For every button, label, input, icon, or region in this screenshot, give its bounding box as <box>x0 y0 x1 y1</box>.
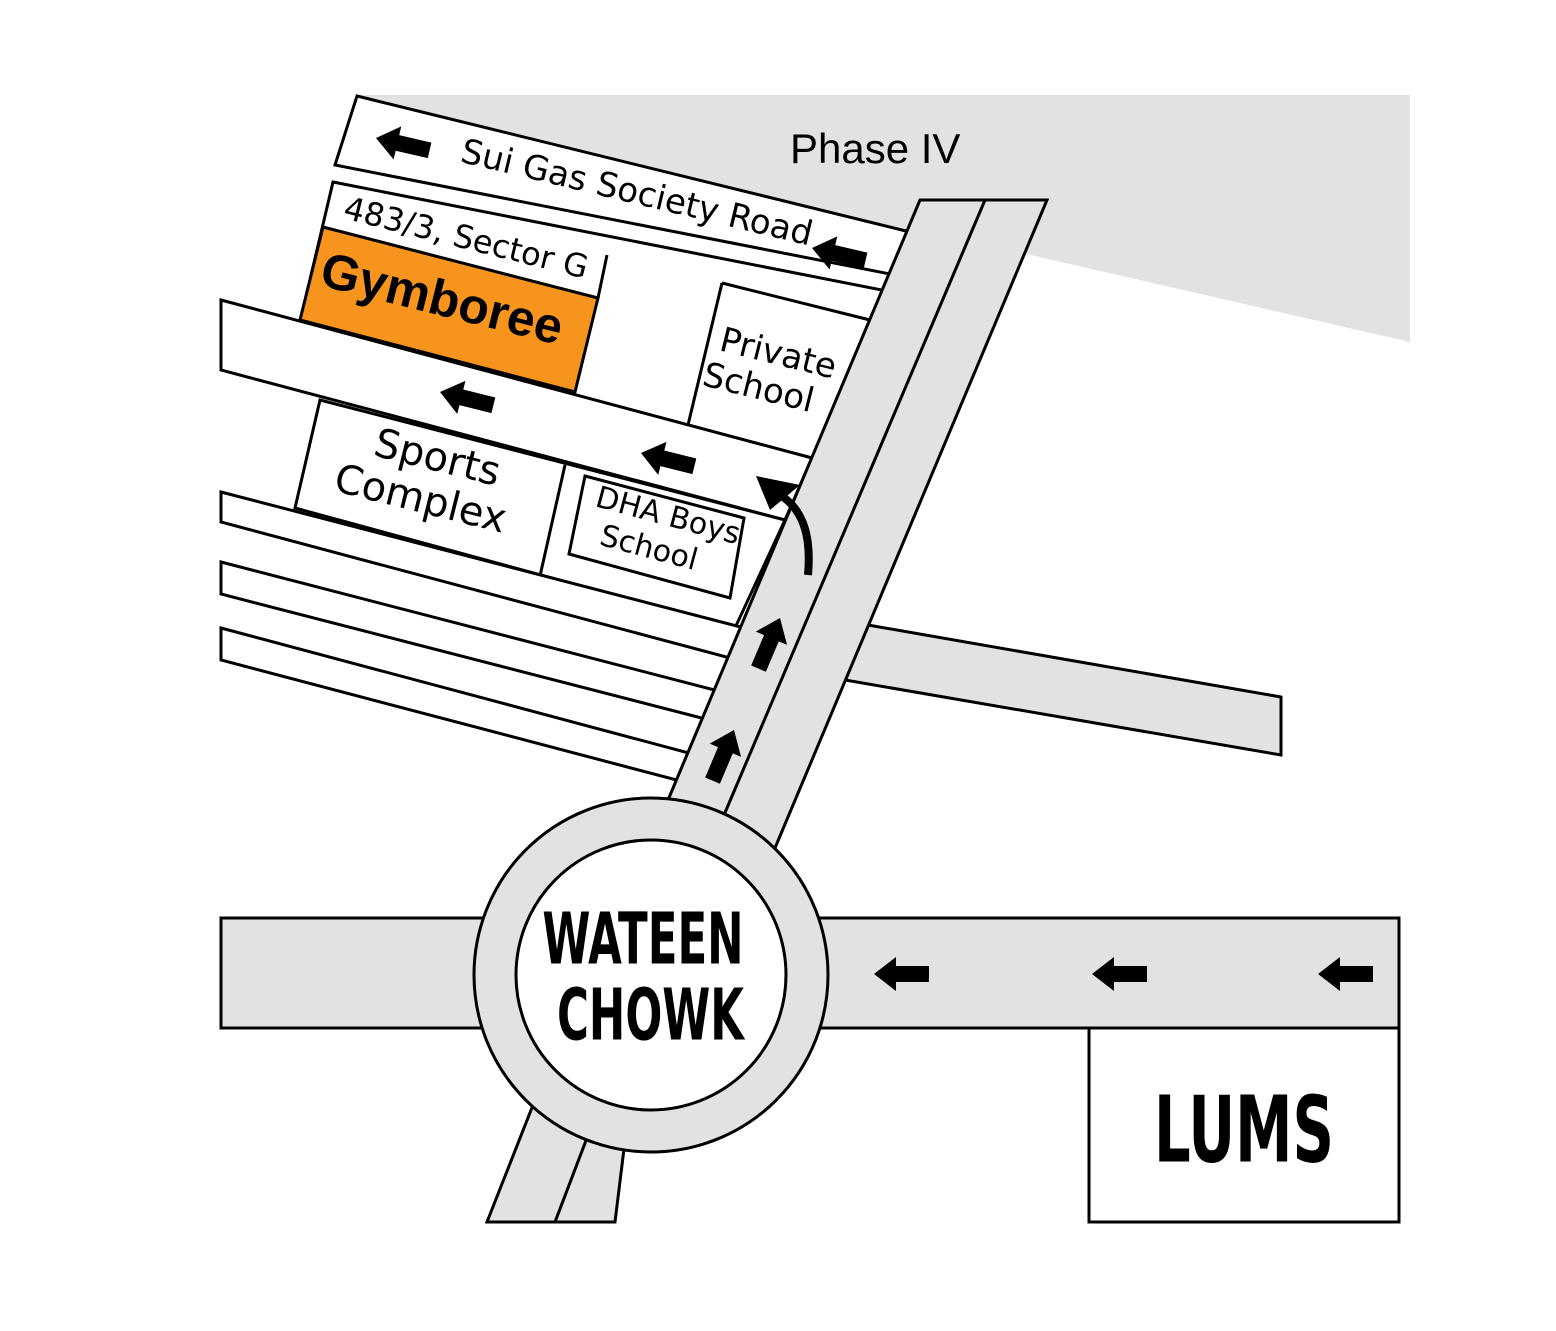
main-road-divider <box>722 199 987 816</box>
wateen-label: WATEEN <box>542 898 743 981</box>
phase-iv-area <box>355 95 1410 342</box>
gymboree-building[interactable] <box>298 225 600 394</box>
lums-building[interactable] <box>1087 1026 1401 1224</box>
lums-label: LUMS <box>1154 1076 1334 1184</box>
roundabout-center <box>514 838 788 1112</box>
wateen-chowk-label: WATEEN CHOWK <box>542 898 758 1057</box>
chowk-label: CHOWK <box>557 974 746 1057</box>
east-road[interactable] <box>842 623 1283 757</box>
dha-boys-school-building[interactable] <box>567 474 746 600</box>
turn-arrowhead-icon <box>756 476 800 510</box>
phase-iv-label: Phase IV <box>790 125 960 172</box>
